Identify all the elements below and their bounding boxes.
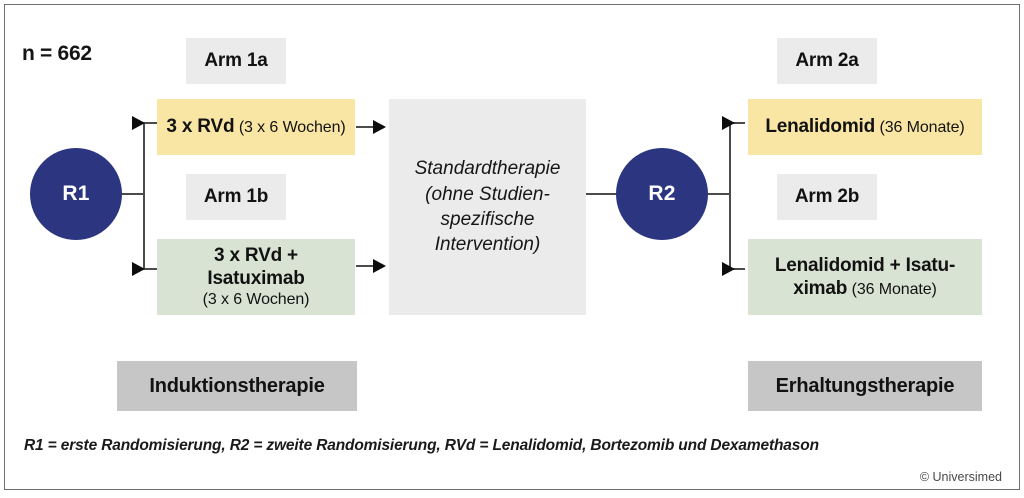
arm-tag-2a: Arm 2a — [777, 38, 877, 84]
standard-therapy-line-1: Standardtherapie — [414, 158, 561, 180]
connector-r2-lower — [729, 268, 745, 270]
standard-therapy-line-3: spezifische — [440, 209, 535, 230]
standard-therapy-line-2: (ohne Studien- — [425, 183, 550, 205]
arm-tag-1b: Arm 1b — [186, 174, 286, 220]
maintenance-arm2a-duration: (36 Monate) — [879, 119, 965, 137]
maintenance-arm2b-drug-line2: ximab — [793, 278, 848, 299]
connector-r2-bracket — [729, 123, 731, 269]
phase-bar-maintenance: Erhaltungstherapie — [748, 361, 982, 411]
randomization-r2-node: R2 — [616, 148, 708, 240]
induction-arm1b-duration: (3 x 6 Wochen) — [202, 291, 310, 309]
arm-tag-1a: Arm 1a — [186, 38, 286, 84]
maintenance-arm2b-duration: (36 Monate) — [851, 281, 937, 298]
induction-box-arm1b: 3 x RVd + Isatuximab (3 x 6 Wochen) — [157, 239, 355, 315]
randomization-r1-node: R1 — [30, 148, 122, 240]
arrowhead-r1-to-arm1a — [132, 116, 145, 130]
arrowhead-r2-to-arm2b — [722, 262, 735, 276]
connector-r2-stub — [708, 193, 730, 195]
figure-footnote: R1 = erste Randomisierung, R2 = zweite R… — [24, 437, 819, 454]
maintenance-arm2a-drug: Lenalidomid — [765, 116, 876, 138]
connector-r1-upper — [143, 122, 161, 124]
arrowhead-arm1b-to-standard — [373, 259, 386, 273]
induction-arm1a-drug: 3 x RVd — [166, 116, 235, 138]
phase-bar-induction: Induktionstherapie — [117, 361, 357, 411]
connector-r2-upper — [729, 122, 745, 124]
arrowhead-arm1a-to-standard — [373, 120, 386, 134]
induction-arm1a-duration: (3 x 6 Wochen) — [238, 119, 346, 137]
standard-therapy-box: Standardtherapie (ohne Studien- spezifis… — [389, 99, 586, 315]
arrowhead-r1-to-arm1b — [132, 262, 145, 276]
connector-standard-to-r2 — [586, 193, 618, 195]
copyright-notice: © Universimed — [919, 470, 1002, 484]
arm-tag-2b: Arm 2b — [777, 174, 877, 220]
population-size-label: n = 662 — [22, 42, 92, 65]
induction-arm1b-drug: 3 x RVd + Isatuximab — [207, 245, 305, 290]
connector-r1-lower — [143, 268, 161, 270]
maintenance-box-arm2a: Lenalidomid (36 Monate) — [748, 99, 982, 155]
arrowhead-r2-to-arm2a — [722, 116, 735, 130]
connector-r1-bracket — [143, 123, 145, 269]
connector-arm1b-to-standard — [356, 265, 374, 267]
maintenance-box-arm2b: Lenalidomid + Isatu- ximab (36 Monate) — [748, 239, 982, 315]
maintenance-arm2b-drug-line1: Lenalidomid + Isatu- — [774, 254, 956, 276]
induction-box-arm1a: 3 x RVd (3 x 6 Wochen) — [157, 99, 355, 155]
connector-r1-stub — [122, 193, 144, 195]
connector-arm1a-to-standard — [356, 126, 374, 128]
standard-therapy-line-4: Intervention) — [434, 234, 541, 256]
